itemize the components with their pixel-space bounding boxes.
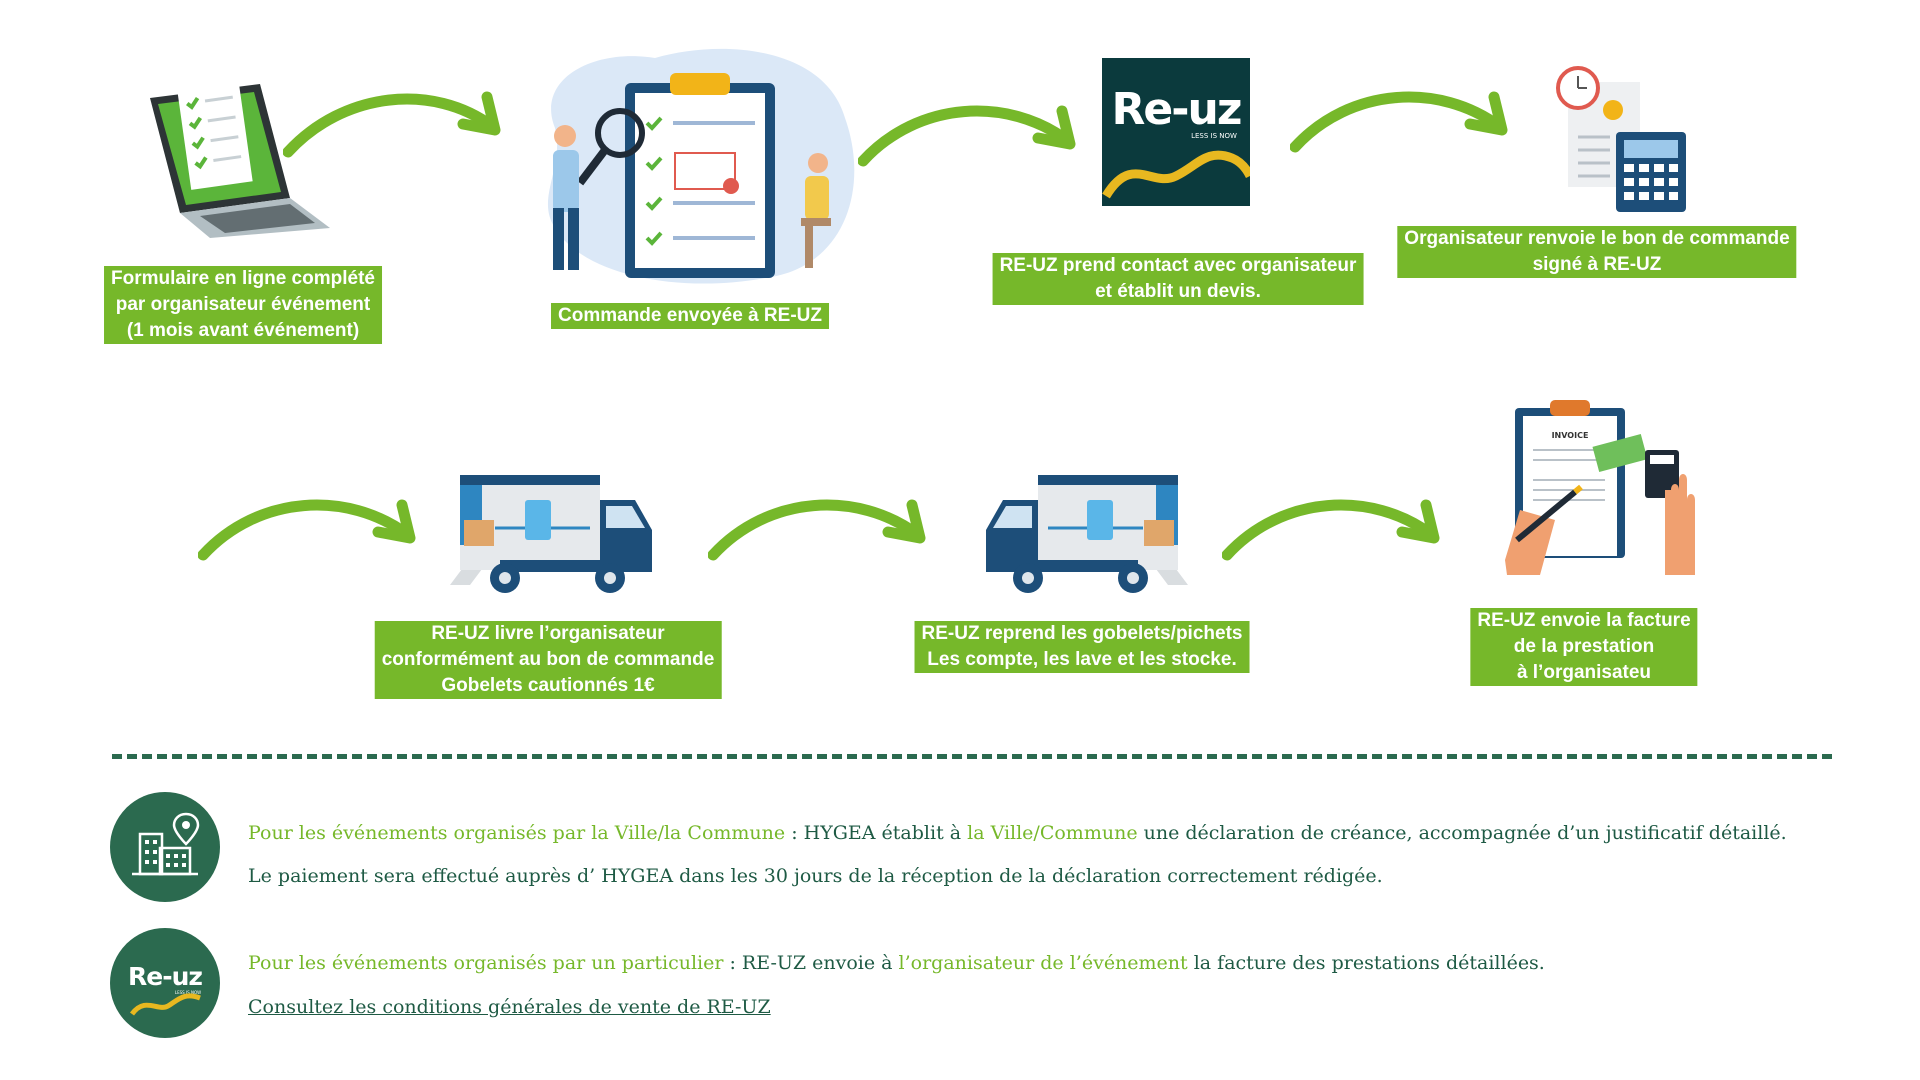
step-label-2: Commande envoyée à RE-UZ <box>551 303 829 329</box>
step-label-6: RE-UZ reprend les gobelets/pichets Les c… <box>914 621 1250 673</box>
calculator-icon <box>1556 66 1686 212</box>
step-label-4: Organisateur renvoie le bon de commande … <box>1397 226 1797 278</box>
commune-target: la Ville/Commune <box>967 822 1138 844</box>
step-label-1: Formulaire en ligne complété par organis… <box>104 266 382 344</box>
reuz-logo: Re-uz LESS IS NOW <box>1102 58 1250 206</box>
section-divider <box>112 754 1832 759</box>
commune-info-line-2: Le paiement sera effectué auprès d’ HYGE… <box>248 865 1383 887</box>
terms-conditions-link[interactable]: Consultez les conditions générales de ve… <box>248 996 771 1018</box>
particulier-info-line-1: Pour les événements organisés par un par… <box>248 952 1545 974</box>
laptop-checklist-icon <box>150 82 330 238</box>
step-label-3: RE-UZ prend contact avec organisateur et… <box>992 253 1364 305</box>
flow-arrow-5 <box>708 499 926 561</box>
commune-lead: Pour les événements organisés par la Vil… <box>248 822 786 844</box>
flow-arrow-2 <box>858 105 1076 167</box>
particulier-target: l’organisateur de l’événement <box>898 952 1188 974</box>
flow-arrow-3 <box>1290 91 1508 153</box>
logo-tagline: LESS IS NOW <box>1191 132 1237 140</box>
invoice-icon: INVOICE <box>1505 400 1695 575</box>
delivery-truck-icon <box>450 475 652 593</box>
invoice-title: INVOICE <box>1552 431 1589 440</box>
particulier-lead: Pour les événements organisés par un par… <box>248 952 724 974</box>
flow-arrow-4 <box>198 499 416 561</box>
circle-logo-brand: Re-uz <box>128 962 202 991</box>
reuz-logo-circle: Re-uz LESS IS NOW <box>110 928 220 1038</box>
step-label-7: RE-UZ envoie la facture de la prestation… <box>1470 608 1698 686</box>
flow-arrow-6 <box>1222 499 1440 561</box>
flow-arrow-1 <box>283 91 501 158</box>
pickup-truck-icon <box>986 475 1188 593</box>
city-building-icon <box>110 792 220 902</box>
commune-info-line-1: Pour les événements organisés par la Vil… <box>248 822 1787 844</box>
circle-logo-tagline: LESS IS NOW <box>175 990 201 995</box>
logo-brand: Re-uz <box>1112 84 1241 135</box>
clipboard-review-icon <box>547 48 855 284</box>
step-label-5: RE-UZ livre l’organisateur conformément … <box>374 621 722 699</box>
